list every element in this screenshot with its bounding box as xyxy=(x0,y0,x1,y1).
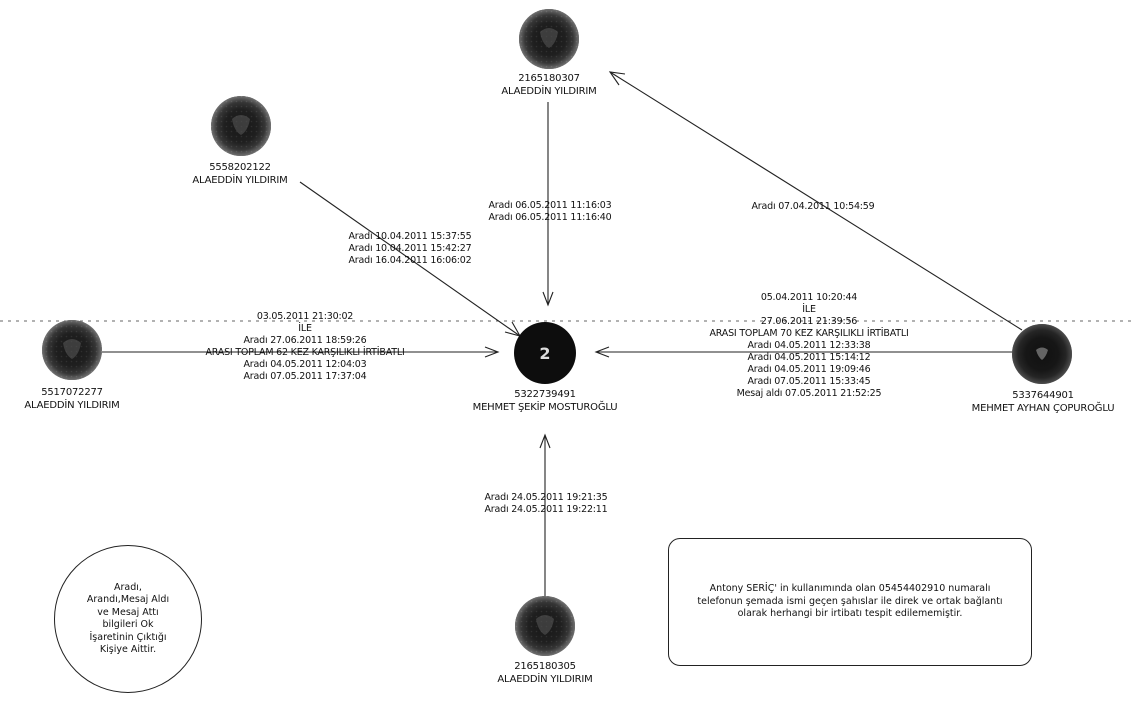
node-left[interactable] xyxy=(42,320,102,380)
edge-left-line: Aradı 07.05.2011 17:37:04 xyxy=(243,371,367,382)
edge-left xyxy=(102,346,500,358)
node-left-name: ALAEDDİN YILDIRIM xyxy=(24,399,120,411)
edge-bottom-line: Aradı 24.05.2011 19:22:11 xyxy=(484,504,608,515)
edge-top-left-label: Aradı 10.04.2011 15:37:55 Aradı 10.04.20… xyxy=(325,231,495,267)
edge-right-line: 05.04.2011 10:20:44 xyxy=(760,292,858,303)
legend-line: Kişiye Aittir. xyxy=(99,644,157,655)
edge-top-label: Aradı 06.05.2011 11:16:03 Aradı 06.05.20… xyxy=(470,200,630,224)
legend-line: ve Mesaj Attı xyxy=(97,606,159,618)
edge-left-line: İLE xyxy=(298,323,312,334)
edge-top-line: Aradı 06.05.2011 11:16:03 xyxy=(488,200,612,211)
edge-left-line: Aradı 27.06.2011 18:59:26 xyxy=(243,335,367,346)
edge-right-line: İLE xyxy=(802,304,816,315)
node-top-left-name: ALAEDDİN YILDIRIM xyxy=(192,174,288,186)
note-box: Antony SERİÇ' in kullanımında olan 05454… xyxy=(668,538,1032,666)
node-right-number: 5337644901 xyxy=(1012,390,1074,401)
edge-bottom-line: Aradı 24.05.2011 19:21:35 xyxy=(484,492,608,503)
edge-top-left-line: Aradı 16.04.2011 16:06:02 xyxy=(348,255,472,266)
edge-right-line: Aradı 04.05.2011 15:14:12 xyxy=(747,352,871,363)
edge-left-line: 03.05.2011 21:30:02 xyxy=(256,311,354,322)
legend-circle: Aradı, Arandı,Mesaj Aldı ve Mesaj Attı b… xyxy=(54,545,202,693)
node-top-left-label: 5558202122 ALAEDDİN YILDIRIM xyxy=(165,162,315,187)
edge-right-line: Aradı 04.05.2011 12:33:38 xyxy=(747,340,871,351)
edge-right xyxy=(594,346,1012,358)
note-line: olarak herhangi bir irtibatı tespit edil… xyxy=(737,608,963,620)
legend-line: Arandı,Mesaj Aldı xyxy=(86,594,170,605)
node-top-name: ALAEDDİN YILDIRIM xyxy=(501,85,597,97)
edge-top-right-line: Aradı 07.04.2011 10:54:59 xyxy=(751,201,875,212)
edge-left-line: Aradı 04.05.2011 12:04:03 xyxy=(243,359,367,370)
edge-top-left-line: Aradı 10.04.2011 15:37:55 xyxy=(348,231,472,242)
edge-right-line: Aradı 04.05.2011 19:09:46 xyxy=(747,364,871,375)
edge-left-line: ARASI TOPLAM 62 KEZ KARŞILIKLI İRTİBATLI xyxy=(205,347,405,358)
edge-top-line: Aradı 06.05.2011 11:16:40 xyxy=(488,212,612,223)
node-top-left-number: 5558202122 xyxy=(209,162,271,173)
node-center-number: 5322739491 xyxy=(514,389,576,400)
edge-right-line: Aradı 07.05.2011 15:33:45 xyxy=(747,376,871,387)
node-bottom-number: 2165180305 xyxy=(514,661,576,672)
edge-right-line: 27.06.2011 21:39:56 xyxy=(760,316,858,327)
node-bottom-name: ALAEDDİN YILDIRIM xyxy=(497,673,593,685)
note-text: Antony SERİÇ' in kullanımında olan 05454… xyxy=(697,583,1002,621)
edge-top xyxy=(542,102,554,307)
node-center-name: MEHMET ŞEKİP MOSTUROĞLU xyxy=(472,401,618,413)
edge-top-left-line: Aradı 10.04.2011 15:42:27 xyxy=(348,243,472,254)
edge-right-label: 05.04.2011 10:20:44 İLE 27.06.2011 21:39… xyxy=(664,292,954,400)
edge-top-right-label: Aradı 07.04.2011 10:54:59 xyxy=(728,201,898,213)
node-left-number: 5517072277 xyxy=(41,387,103,398)
edge-bottom-label: Aradı 24.05.2011 19:21:35 Aradı 24.05.20… xyxy=(466,492,626,516)
node-top-number: 2165180307 xyxy=(518,73,580,84)
legend-text: Aradı, Arandı,Mesaj Aldı ve Mesaj Attı b… xyxy=(87,582,169,657)
edge-bottom xyxy=(539,433,551,596)
legend-line: İşaretinin Çıktığı xyxy=(89,631,167,643)
node-bottom[interactable] xyxy=(515,596,575,656)
node-right-name: MEHMET AYHAN ÇOPUROĞLU xyxy=(971,402,1115,414)
node-bottom-label: 2165180305 ALAEDDİN YILDIRIM xyxy=(475,661,615,686)
edge-left-label: 03.05.2011 21:30:02 İLE Aradı 27.06.2011… xyxy=(170,311,440,383)
note-line: telefonun şemada ismi geçen şahıslar ile… xyxy=(697,595,1003,607)
node-center[interactable]: 2 xyxy=(514,322,576,384)
node-left-label: 5517072277 ALAEDDİN YILDIRIM xyxy=(2,387,142,412)
center-node-glyph: 2 xyxy=(539,344,550,363)
node-top-left[interactable] xyxy=(211,96,271,156)
edge-right-line: ARASI TOPLAM 70 KEZ KARŞILIKLI İRTİBATLI xyxy=(709,328,909,339)
node-right-label: 5337644901 MEHMET AYHAN ÇOPUROĞLU xyxy=(958,390,1128,415)
node-top[interactable] xyxy=(519,9,579,69)
note-line: Antony SERİÇ' in kullanımında olan 05454… xyxy=(709,583,991,595)
edge-right-line: Mesaj aldı 07.05.2011 21:52:25 xyxy=(736,388,882,399)
node-center-label: 5322739491 MEHMET ŞEKİP MOSTUROĞLU xyxy=(460,389,630,414)
edge-top-right xyxy=(608,71,1023,331)
node-right[interactable] xyxy=(1012,324,1072,384)
legend-line: bilgileri Ok xyxy=(102,619,154,630)
legend-line: Aradı, xyxy=(114,581,142,593)
node-top-label: 2165180307 ALAEDDİN YILDIRIM xyxy=(479,73,619,98)
